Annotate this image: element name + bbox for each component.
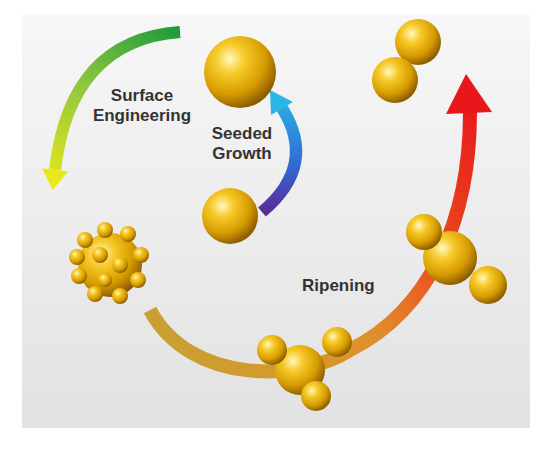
panel-ground <box>22 14 530 428</box>
stage-label: Ripening <box>302 276 402 296</box>
arrow-head <box>270 90 293 115</box>
cycle-arrow <box>150 112 470 371</box>
stage-label: Seeded Growth <box>206 124 278 165</box>
arrow-head <box>446 74 492 114</box>
gold-particles <box>69 19 507 411</box>
stage-label: Surface Engineering <box>88 86 196 127</box>
arrow-head <box>42 169 68 191</box>
